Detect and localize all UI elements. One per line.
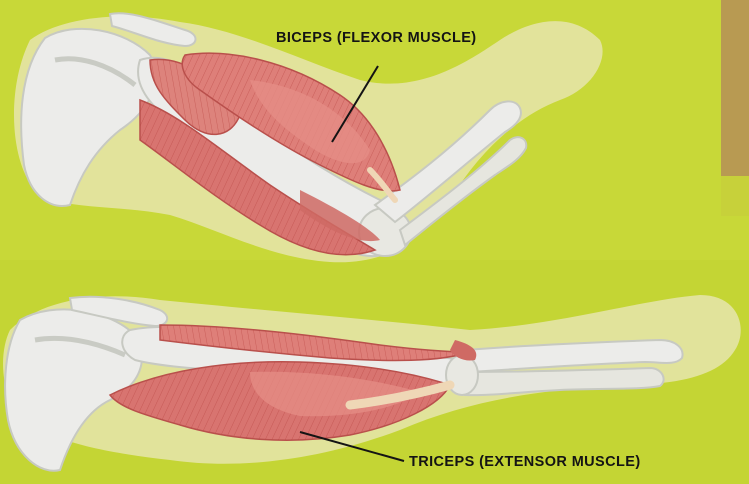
- edge-strip: [721, 0, 749, 176]
- triceps-label: TRICEPS (EXTENSOR MUSCLE): [409, 455, 641, 470]
- biceps-label: BICEPS (FLEXOR MUSCLE): [276, 31, 477, 46]
- edge-strip-light: [721, 176, 749, 216]
